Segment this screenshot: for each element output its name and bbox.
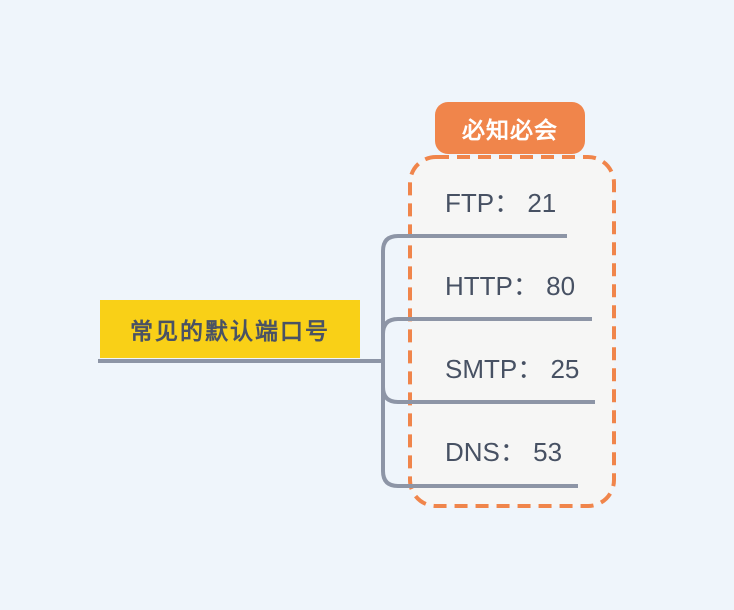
- group-label-tab[interactable]: 必知必会: [435, 102, 585, 154]
- connector-ftp: [381, 234, 567, 361]
- topic-smtp-label: SMTP： 25: [445, 354, 580, 384]
- topic-smtp[interactable]: SMTP： 25: [445, 354, 579, 384]
- root-topic-label: 常见的默认端口号: [130, 318, 330, 344]
- topic-http-label: HTTP： 80: [445, 271, 576, 301]
- topic-dns[interactable]: DNS： 53: [445, 437, 562, 467]
- topic-dns-label: DNS： 53: [445, 437, 563, 467]
- topic-http[interactable]: HTTP： 80: [445, 271, 575, 301]
- topic-ftp-label: FTP： 21: [445, 188, 557, 218]
- connector-http: [381, 317, 592, 361]
- connector-dns: [381, 361, 578, 488]
- group-label-text: 必知必会: [462, 117, 558, 143]
- root-topic[interactable]: 常见的默认端口号: [100, 300, 360, 358]
- group-boundary: [408, 155, 616, 508]
- topic-ftp[interactable]: FTP： 21: [445, 188, 556, 218]
